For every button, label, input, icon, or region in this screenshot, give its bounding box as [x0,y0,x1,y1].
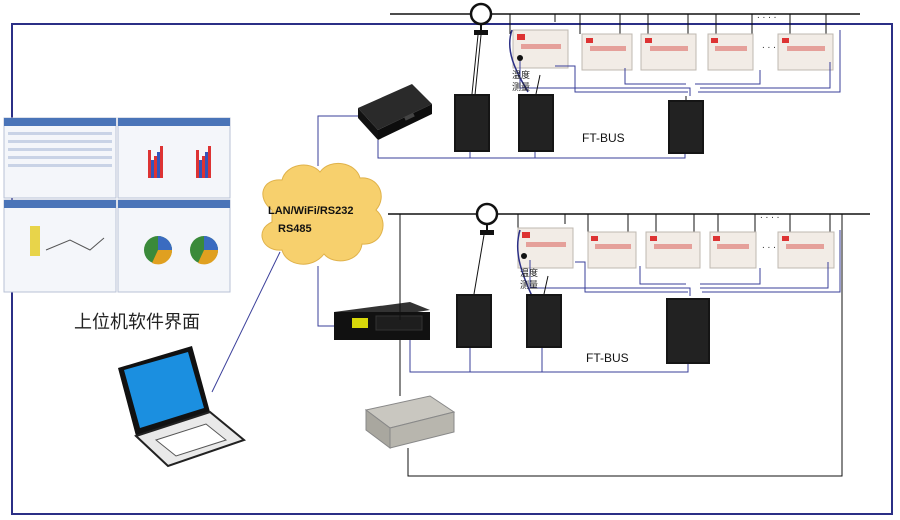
top-battery-string: . . . . . . . [358,2,860,159]
cloud-label-line1: LAN/WiFi/RS232 [268,205,353,217]
collector-module-bottom-1 [456,294,492,348]
software-window-barchart [117,117,231,199]
laptop-icon [118,346,247,468]
collector-module-bottom-3 [666,298,710,364]
software-window-schematic [3,199,117,293]
battery-cell [777,33,834,71]
sense-wires-bottom [529,230,841,296]
software-window-table [3,117,117,199]
network-cloud: LAN/WiFi/RS232 RS485 [261,163,384,265]
svg-text:. . .: . . . [762,240,776,251]
software-caption: 上位机软件界面 [74,312,200,333]
battery-cell [512,29,569,69]
battery-cell [587,231,637,269]
current-sensor-top [469,2,493,35]
sense-wires-top [519,30,841,96]
collector-module-top-2 [518,94,554,152]
io-expansion-box [364,395,456,449]
protocol-converter [358,84,432,140]
bottom-battery-string: . . . . . . . [334,202,870,477]
cloud-label-line2: RS485 [278,223,312,235]
collector-module-bottom-2 [526,294,562,348]
ft-bus-label-top: FT-BUS [582,131,625,145]
svg-text:. . . .: . . . . [757,10,776,21]
sensor-cable-bottom [516,229,533,297]
ft-bus-label-bottom: FT-BUS [586,351,629,365]
svg-text:. . .: . . . [762,40,776,51]
battery-cell [777,231,835,269]
software-screenshot-grid [3,117,231,293]
temp-sensor-label-top-2: 测量 [512,82,530,93]
collector-module-top-3 [668,100,704,154]
rack-monitor-host [334,302,430,340]
temp-sensor-label-top-1: 温度 [512,69,530,81]
battery-cell [581,33,633,71]
battery-cell [640,33,697,71]
battery-row-bottom: . . . . . . . [517,210,835,269]
battery-cell [709,231,757,269]
temp-sensor-label-bottom-2: 测量 [520,280,538,291]
battery-row-top: . . . . . . . [512,10,834,71]
current-sensor-bottom [475,202,499,235]
temp-sensor-label-bottom-1: 温度 [520,267,538,279]
sensor-cable-top [508,29,529,93]
software-window-piechart [117,199,231,293]
collector-module-top-1 [454,94,490,152]
battery-cell [645,231,701,269]
battery-cell [707,33,754,71]
svg-text:. . . .: . . . . [760,210,779,221]
battery-cell [517,227,574,269]
